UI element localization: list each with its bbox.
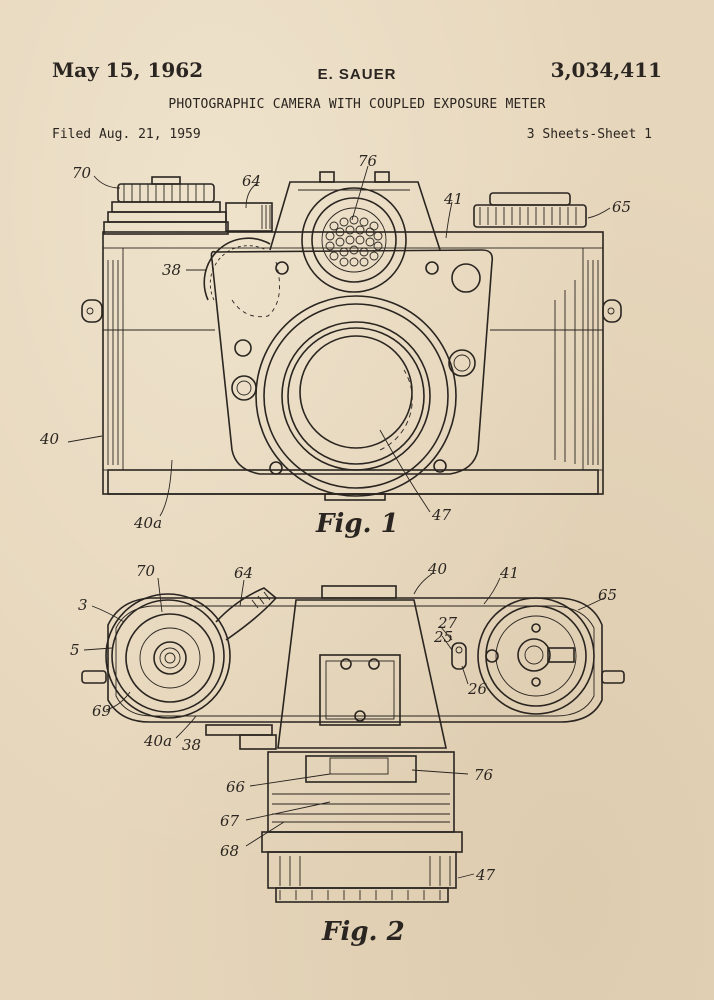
patent-title: PHOTOGRAPHIC CAMERA WITH COUPLED EXPOSUR… [168, 97, 546, 112]
fig1-label-65: 65 [612, 198, 631, 216]
fig1-label-70: 70 [72, 164, 92, 182]
filed-date: Filed Aug. 21, 1959 [52, 127, 201, 142]
fig2-label-68: 68 [220, 842, 239, 860]
figure2-camera-top: 70 64 40 41 65 3 5 27 25 26 69 40a 38 66… [70, 560, 625, 947]
sheet-count: 3 Sheets-Sheet 1 [526, 127, 652, 142]
fig2-label-76: 76 [474, 766, 494, 784]
fig1-label-38: 38 [162, 261, 181, 279]
patent-date: May 15, 1962 [52, 58, 204, 82]
meter-cell-grid [325, 215, 383, 267]
fig2-label-38: 38 [182, 736, 201, 754]
fig2-label-65: 65 [598, 586, 617, 604]
fig2-label-70: 70 [136, 562, 156, 580]
fig2-label-26: 26 [467, 680, 488, 698]
fig2-label-25: 25 [433, 628, 453, 646]
fig2-label-66: 66 [226, 778, 246, 796]
fig2-label-40a: 40a [143, 732, 172, 750]
patent-number: 3,034,411 [550, 58, 662, 82]
fig2-label-5: 5 [70, 641, 80, 659]
fig2-label-64: 64 [234, 564, 253, 582]
fig2-label-47: 47 [475, 866, 496, 884]
inventor-name: E. SAUER [317, 66, 397, 83]
fig2-label-67: 67 [220, 812, 240, 830]
fig2-label-3: 3 [78, 596, 88, 614]
fig1-label-40a: 40a [133, 514, 162, 532]
fig1-label-64: 64 [242, 172, 261, 190]
fig2-label-40: 40 [427, 560, 448, 578]
figure1-camera-front: 70 64 76 41 65 38 40 40a 47 Fig. 1 [39, 152, 631, 539]
fig2-caption: Fig. 2 [321, 917, 405, 947]
fig1-label-76: 76 [358, 152, 378, 170]
fig1-label-40: 40 [39, 430, 60, 448]
fig2-label-69: 69 [92, 702, 112, 720]
fig2-label-41: 41 [499, 564, 519, 582]
fig1-label-41: 41 [443, 190, 463, 208]
fig2-label-27: 27 [437, 614, 458, 632]
fig1-caption: Fig. 1 [315, 509, 399, 539]
fig1-label-47: 47 [431, 506, 452, 524]
